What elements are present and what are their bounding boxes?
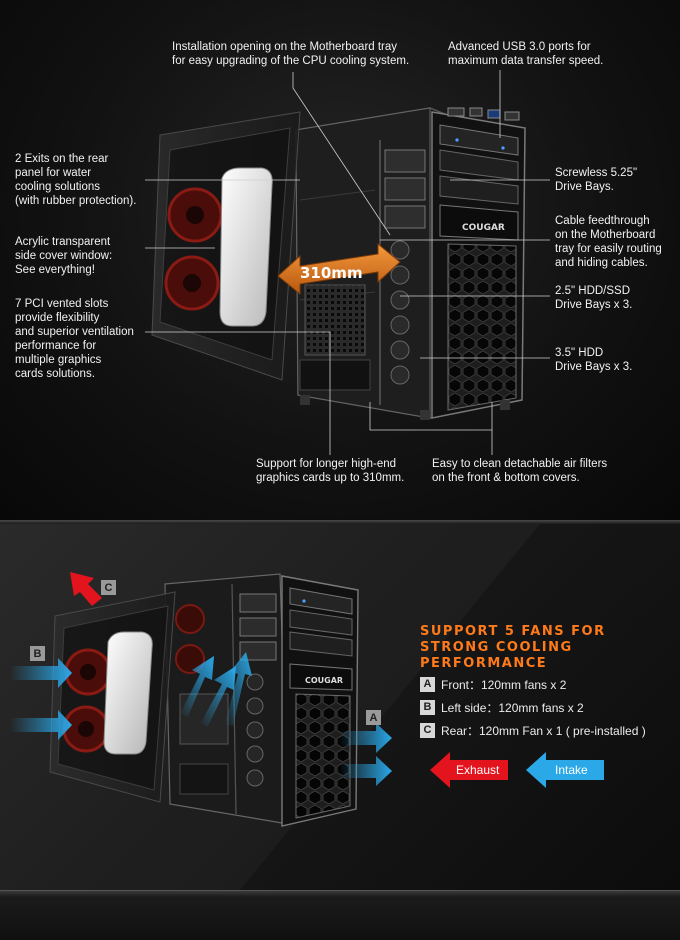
case-body-2 [164,573,289,825]
fan-spec-side: B Left side：120mm fans x 2 [420,699,584,715]
badge-c: C [420,722,435,738]
callout-screwless: Screwless 5.25" Drive Bays. [555,166,637,194]
callout-line: on the Motherboard [555,229,656,241]
badge-a: A [420,676,435,692]
callout-line: 2.5" HDD/SSD [555,285,631,297]
internal-fans [175,604,205,674]
callout-line: Screwless 5.25" [555,167,638,179]
fan-spec-rear: C Rear：120mm Fan x 1 ( pre-installed ) [420,722,646,738]
callout-line: maximum data transfer speed. [448,55,604,67]
gpu-length-label: 310mm [300,264,363,282]
callout-line: See everything! [15,264,95,276]
fans-heading: SUPPORT 5 FANS FOR STRONG COOLING PERFOR… [420,624,606,672]
callout-line: (with rubber protection). [15,195,137,207]
heading-line: STRONG COOLING [420,640,573,655]
exhaust-label: Exhaust [456,763,500,777]
marker-front-a: A [366,710,381,725]
badge-b: B [420,699,435,715]
fan-spec-text: Left side：120mm fans x 2 [441,700,584,715]
footer-bar [0,890,680,940]
fan-spec-text: Rear：120mm Fan x 1 ( pre-installed ) [441,723,646,738]
callout-line: provide flexibility [15,312,100,324]
callout-line: performance for [15,340,97,352]
callout-line: Drive Bays x 3. [555,361,633,373]
callout-hdd-25: 2.5" HDD/SSD Drive Bays x 3. [555,284,632,312]
callout-line: and hiding cables. [555,257,648,269]
callout-acrylic: Acrylic transparent side cover window: S… [15,235,112,277]
callout-line: Installation opening on the Motherboard … [172,41,398,53]
fan-spec-text: Front：120mm fans x 2 [441,677,567,692]
callout-line: Acrylic transparent [15,236,111,248]
callout-line: Easy to clean detachable air filters [432,458,608,470]
callout-line: Support for longer high-end [256,458,397,470]
cougar-logo-bottom: COUGAR [305,676,343,685]
callout-cable: Cable feedthrough on the Motherboard tra… [555,214,662,270]
callout-line: 3.5" HDD [555,347,604,359]
internal-airflow-arrows [180,652,252,726]
marker-rear-c: C [101,580,116,595]
front-panel-2: COUGAR [281,575,359,827]
front-intake-arrows [340,723,392,786]
callout-filters: Easy to clean detachable air filters on … [432,457,607,485]
callout-line: and superior ventilation [15,326,134,338]
front-panel: COUGAR [300,107,526,420]
exhaust-arrow-rear [70,572,102,606]
cougar-logo-top: COUGAR [462,223,505,233]
intake-legend-arrow [526,752,604,788]
callout-line: graphics cards up to 310mm. [256,472,405,484]
fans-panel: COUGAR [0,524,680,890]
gpu-length-arrow: 310mm [277,242,401,296]
airflow-diagram: COUGAR [0,524,604,890]
callout-line: cooling solutions [15,181,101,193]
callout-pci: 7 PCI vented slots provide flexibility a… [15,297,134,381]
callout-line: on the front & bottom covers. [432,472,580,484]
callout-line: panel for water [15,167,92,179]
callout-line: for easy upgrading of the CPU cooling sy… [172,55,410,67]
callout-line: Drive Bays x 3. [555,299,633,311]
callout-gpu: Support for longer high-end graphics car… [256,457,404,485]
heading-line: PERFORMANCE [420,656,548,671]
leader-lines [145,70,550,455]
section-divider [0,520,680,524]
callout-line: Cable feedthrough [555,215,650,227]
callout-line: cards solutions. [15,368,95,380]
callout-usb: Advanced USB 3.0 ports for maximum data … [448,40,603,68]
side-panel-2 [49,591,176,803]
callout-line: Advanced USB 3.0 ports for [448,41,591,53]
features-panel: COUGAR 310mm [0,0,680,520]
callout-line: side cover window: [15,250,113,262]
fan-spec-front: A Front：120mm fans x 2 [420,676,566,692]
marker-side-b: B [30,646,45,661]
intake-label: Intake [555,763,588,777]
exhaust-legend-arrow [430,752,508,788]
heading-line: SUPPORT 5 FANS FOR [420,624,606,639]
callout-line: tray for easily routing [555,243,662,255]
callout-line: 7 PCI vented slots [15,298,109,310]
side-intake-arrows [10,658,72,740]
case-diagram: COUGAR 310mm [145,70,550,455]
callout-water-exits: 2 Exits on the rear panel for water cool… [15,152,136,208]
callout-cpu-opening: Installation opening on the Motherboard … [172,40,409,68]
side-panel [151,111,301,381]
case-body [295,107,463,419]
callout-line: 2 Exits on the rear [15,153,109,165]
callout-line: Drive Bays. [555,181,614,193]
callout-line: multiple graphics [15,354,102,366]
callout-hdd-35: 3.5" HDD Drive Bays x 3. [555,346,632,374]
